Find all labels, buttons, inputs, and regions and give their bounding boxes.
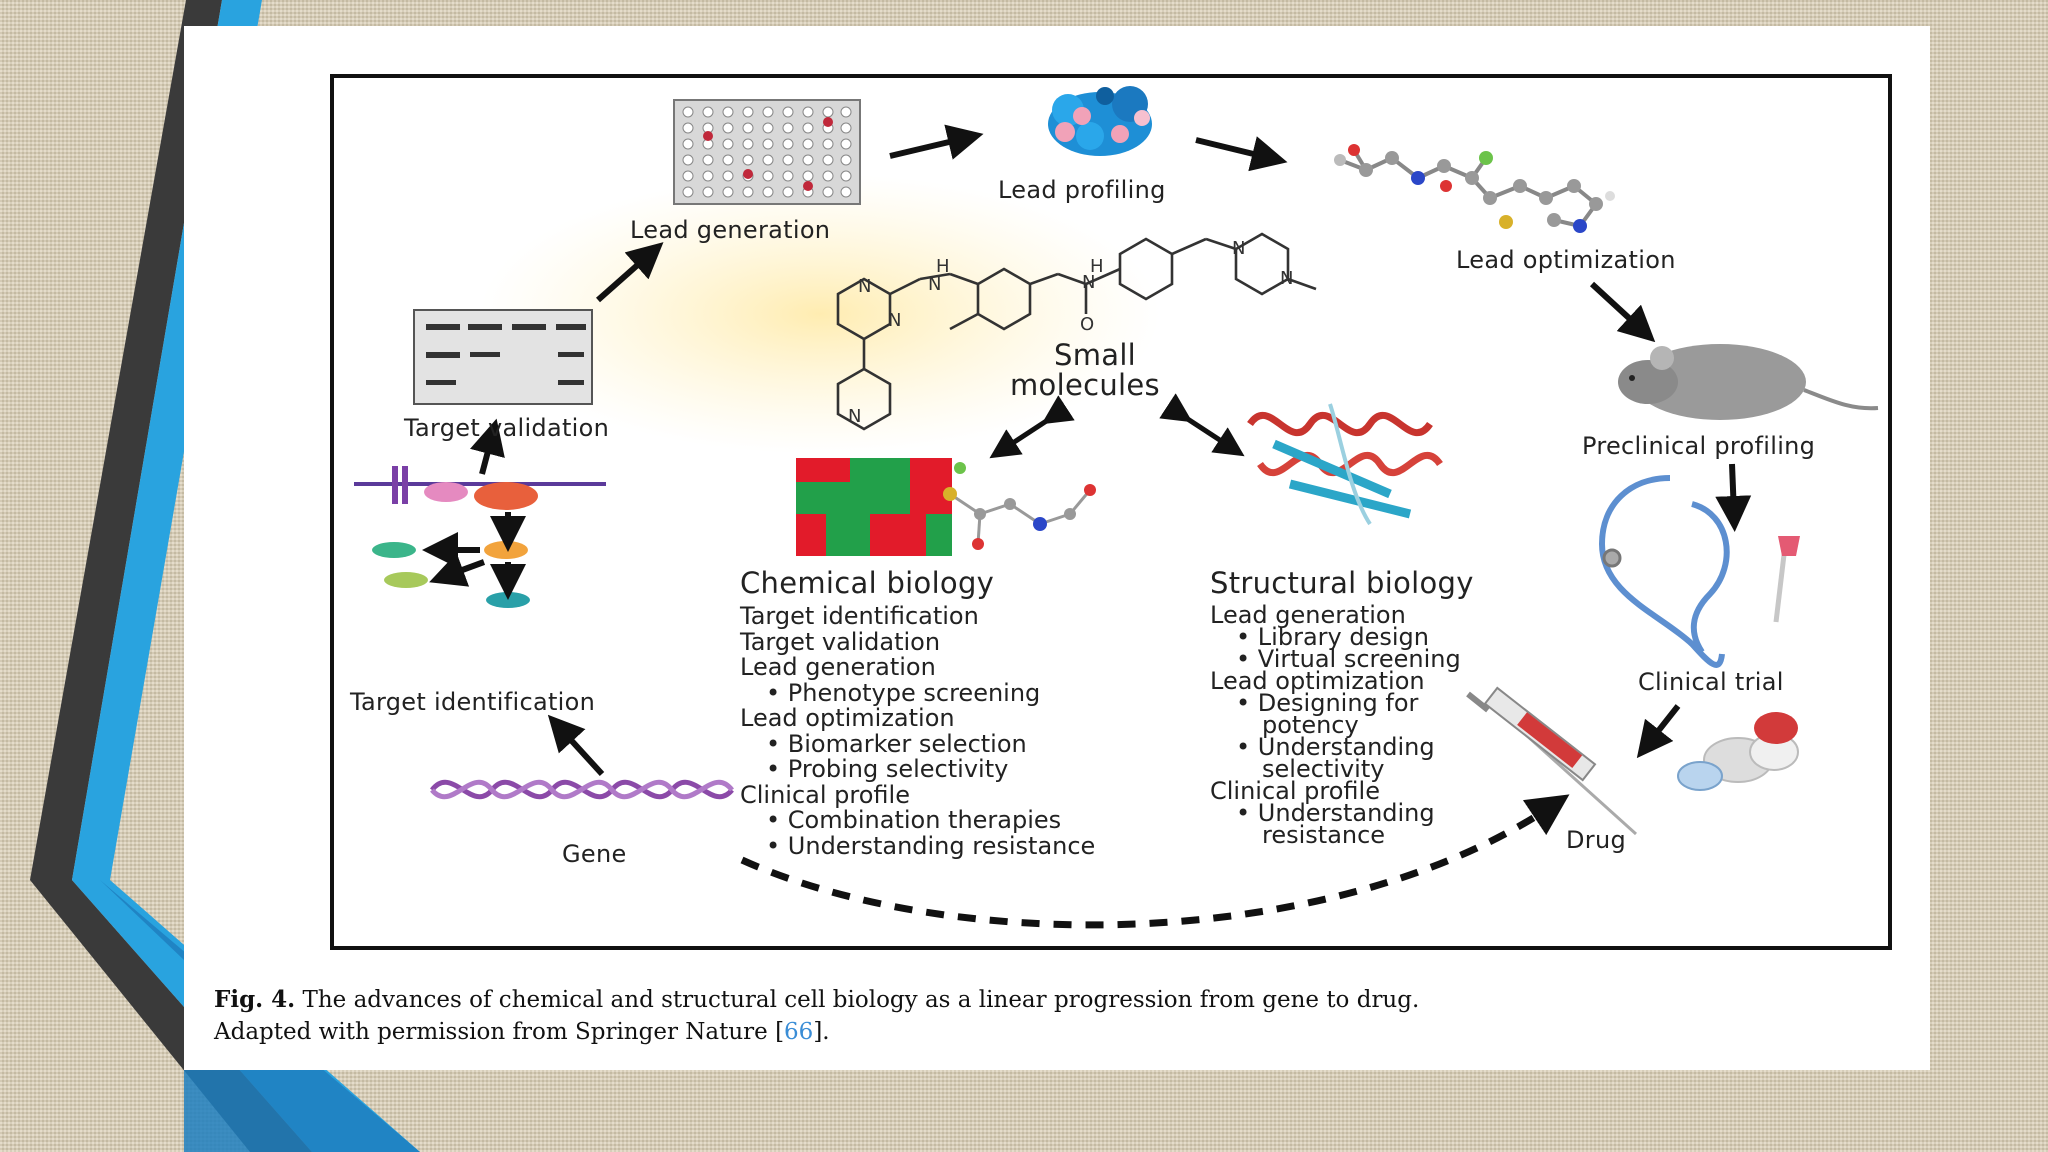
arrow-preclinical-to-clinical [1715,463,1752,532]
arrow-lead-gen-to-profiling [889,124,984,160]
double-arrows [989,393,1245,459]
dashed-arc-gene-to-drug [740,794,1570,929]
list-item: resistance [1262,821,1386,849]
label-target-validation: Target validation [404,414,610,442]
arrow-gene-to-target-id [547,714,605,777]
caption-line-2: Adapted with permission from Springer Na… [214,1016,1874,1048]
arrow-target-id-to-validation [470,418,505,475]
list-item: Virtual screening [1210,647,1461,671]
small-molecule-structure [836,232,1317,431]
arrow-molecule-chemical [989,395,1075,459]
label-drug: Drug [1566,826,1626,854]
list-item: Clinical profile [740,780,910,809]
figure-border [330,74,1892,950]
caption-text: The advances of chemical and structural … [302,987,1420,1013]
gel-blot-icon [413,309,593,405]
probe-molecule-icon [943,462,1096,550]
arrow-pathway-diag [429,552,486,587]
label-lead-generation: Lead generation [630,216,831,244]
svg-text:N: N [1082,272,1095,293]
label-lead-profiling: Lead profiling [998,176,1166,204]
arrow-optimization-to-preclinical [1589,281,1656,343]
list-item: Lead optimization [740,704,955,732]
label-lead-optimization: Lead optimization [1456,246,1676,274]
chemical-biology-title: Chemical biology [740,566,995,600]
list-item: Understanding [1210,801,1461,825]
list-item: Understanding resistance [740,833,1096,860]
signaling-pathway-icon [354,466,606,608]
label-small-molecules-line1: Small [1054,338,1137,372]
list-item: Phenotype screening [740,680,1095,707]
list-item: Lead generation [740,653,936,681]
svg-text:N: N [848,406,861,427]
label-clinical-trial: Clinical trial [1638,668,1784,696]
small-molecule-atom-labels: NNH NNH NON N [848,238,1293,427]
svg-text:H: H [1090,256,1104,277]
reference-link[interactable]: 66 [784,1019,814,1045]
list-item: Target identification [740,602,979,630]
structural-biology-list: Lead generation Library design Virtual s… [1210,603,1461,849]
structural-biology-title: Structural biology [1210,566,1474,600]
list-item: Combination therapies [740,807,1095,834]
svg-text:H: H [936,256,950,277]
label-gene: Gene [562,840,627,868]
arrow-validation-to-lead-gen [596,242,664,303]
list-item: Understanding [1210,735,1461,759]
arrow-molecule-structural [1159,393,1245,457]
arrow-clinical-to-drug [1636,704,1681,759]
caption-attribution: Adapted with permission from Springer Na… [214,1019,785,1045]
label-target-identification: Target identification [350,688,596,716]
protein-surface-icon [1048,86,1152,156]
dna-helix-icon [430,779,734,800]
protein-ribbon-icon [1247,403,1443,526]
microplate-icon [673,99,861,205]
arrow-profiling-to-optimization [1195,136,1288,172]
mouse-icon [1618,344,1879,420]
svg-text:N: N [928,274,941,295]
stethoscope-icon [1598,475,1800,668]
svg-text:N: N [1232,238,1245,259]
caption-line-1: Fig. 4. The advances of chemical and str… [214,984,1874,1016]
list-item: Target validation [740,627,941,656]
label-preclinical-profiling: Preclinical profiling [1582,432,1816,460]
caption-attribution-end: ]. [813,1019,830,1045]
diagram-graphics: NNH NNH NON N [354,86,1879,929]
list-item: selectivity [1262,755,1385,783]
svg-text:O: O [1080,314,1094,335]
heatmap-icon [796,458,952,556]
frame-dark-stripe-top [30,0,222,880]
chemical-biology-list: Target identification Target validation … [740,602,1096,860]
svg-text:N: N [888,310,901,331]
list-item: Biomarker selection [740,731,1095,758]
list-item: Probing selectivity [740,756,1095,783]
cycle-arrows [422,124,1752,777]
figure-number: Fig. 4. [214,986,296,1013]
figure-caption: Fig. 4. The advances of chemical and str… [214,984,1874,1048]
syringe-icon [1466,686,1638,836]
list-item: Designing for [1210,691,1461,715]
pills-icon [1677,712,1799,791]
svg-text:N: N [858,276,871,297]
molecule-ball-stick-icon [1334,144,1615,233]
svg-text:N: N [1280,268,1293,289]
label-small-molecules-line2: molecules [1010,368,1160,402]
